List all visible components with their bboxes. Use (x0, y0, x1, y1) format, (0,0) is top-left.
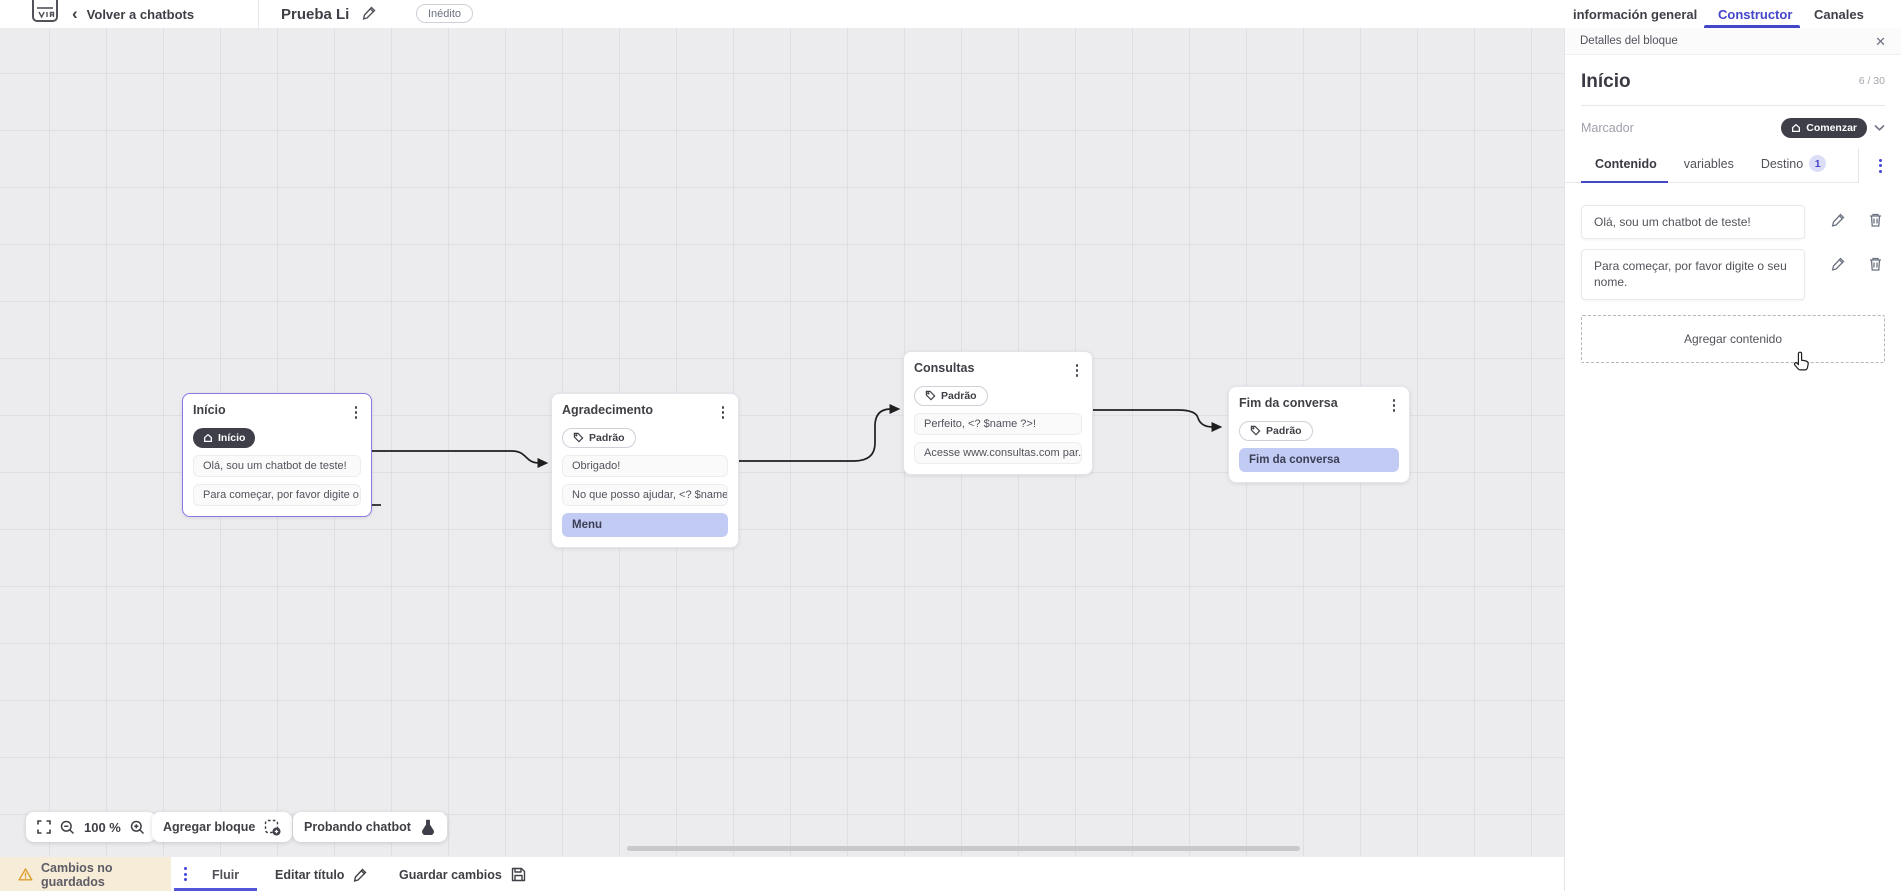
delete-content-icon[interactable] (1868, 212, 1883, 228)
delete-content-icon[interactable] (1868, 256, 1883, 272)
wire-consultas-fim (1093, 409, 1223, 433)
content-item: Olá, sou um chatbot de teste! (1581, 205, 1885, 240)
node-content-row[interactable]: Acesse www.consultas.com par... (914, 442, 1082, 464)
edit-title-button[interactable]: Editar título (275, 857, 368, 891)
content-text[interactable]: Para começar, por favor digite o seu nom… (1581, 249, 1805, 300)
tag-icon (573, 432, 584, 443)
zoom-level: 100 % (84, 819, 121, 835)
node-content-row[interactable]: Olá, sou um chatbot de teste! (193, 454, 361, 477)
node-menu-icon[interactable] (718, 403, 729, 422)
node-content-row[interactable]: No que posso ajudar, <? $name ... (562, 484, 728, 506)
node-menu-row[interactable]: Menu (562, 513, 728, 537)
block-details-panel: Detalles del bloque ✕ Início 6 / 30 Marc… (1564, 28, 1901, 891)
default-marker-pill: Padrão (562, 427, 636, 448)
start-marker-pill: Início (193, 427, 256, 448)
add-content-button[interactable]: Agregar contenido (1581, 314, 1885, 363)
fullscreen-icon[interactable] (37, 820, 51, 834)
marker-label: Marcador (1581, 121, 1634, 135)
pencil-icon (354, 868, 367, 882)
edit-content-icon[interactable] (1831, 256, 1846, 271)
test-chatbot-button[interactable]: Probando chatbot (293, 812, 447, 842)
panel-title: Detalles del bloque (1580, 35, 1678, 47)
add-block-icon (264, 819, 281, 836)
node-menu-icon[interactable] (1389, 396, 1400, 415)
home-icon (1792, 123, 1801, 132)
content-text[interactable]: Olá, sou um chatbot de teste! (1581, 205, 1805, 240)
tag-icon (925, 390, 936, 401)
node-end-row[interactable]: Fim da conversa (1239, 448, 1399, 472)
flask-icon (420, 819, 436, 835)
wire-agradecimento-consultas (739, 403, 901, 462)
zoom-out-icon[interactable] (60, 820, 75, 835)
panel-tabs: Contenido variables Destino 1 (1565, 148, 1901, 183)
back-label: Volver a chatbots (86, 6, 195, 22)
warning-icon (18, 868, 33, 881)
horizontal-scrollbar[interactable] (627, 846, 1300, 851)
status-badge: Inédito (416, 4, 474, 23)
app-logo-icon (31, 0, 59, 23)
char-counter: 6 / 30 (1858, 75, 1885, 87)
flow-menu-icon[interactable] (180, 864, 191, 884)
tab-informacion-general[interactable]: información general (1573, 6, 1698, 22)
chevron-down-icon[interactable] (1874, 124, 1885, 132)
block-name-field[interactable]: Início (1581, 71, 1631, 92)
destino-count-badge: 1 (1809, 155, 1827, 172)
top-header: ‹ Volver a chatbots Prueba Li Inédito in… (0, 0, 1901, 28)
default-marker-pill: Padrão (914, 385, 988, 406)
node-menu-icon[interactable] (351, 403, 362, 422)
tab-fluir[interactable]: Fluir (212, 867, 240, 882)
node-title: Início (193, 403, 226, 417)
unsaved-changes-chip: Cambios no guardados (0, 857, 171, 891)
node-consultas[interactable]: Consultas Padrão Perfeito, <? $name ?>! … (903, 351, 1093, 475)
chevron-left-icon: ‹ (72, 3, 78, 23)
node-content-row[interactable]: Perfeito, <? $name ?>! (914, 413, 1082, 435)
zoom-in-icon[interactable] (130, 820, 145, 835)
content-list: Olá, sou um chatbot de teste! Para começ… (1565, 183, 1901, 300)
tab-contenido[interactable]: Contenido (1581, 148, 1668, 183)
close-icon[interactable]: ✕ (1875, 33, 1886, 49)
node-title: Fim da conversa (1239, 396, 1338, 410)
edit-title-icon[interactable] (362, 5, 377, 20)
back-to-chatbots-button[interactable]: ‹ Volver a chatbots (72, 0, 194, 28)
node-content-row[interactable]: Obrigado! (562, 455, 728, 477)
edit-content-icon[interactable] (1831, 212, 1846, 227)
wire-inicio-agradecimento (372, 450, 549, 469)
node-fim-da-conversa[interactable]: Fim da conversa Padrão Fim da conversa (1228, 386, 1410, 483)
node-title: Consultas (914, 361, 975, 375)
marker-select[interactable]: Comenzar (1781, 118, 1867, 138)
bottom-bar: Cambios no guardados Fluir Editar título… (0, 856, 1564, 891)
save-icon (511, 867, 526, 882)
tab-canales[interactable]: Canales (1814, 6, 1864, 22)
header-divider (258, 0, 259, 28)
node-content-row[interactable]: Para começar, por favor digite o ... (193, 483, 361, 506)
home-icon (204, 433, 212, 442)
default-marker-pill: Padrão (1239, 420, 1313, 441)
panel-tabs-menu-icon[interactable] (1875, 156, 1886, 176)
tab-variables[interactable]: variables (1683, 156, 1734, 171)
chatbot-title: Prueba Li (281, 5, 350, 23)
tab-destino[interactable]: Destino 1 (1761, 148, 1827, 182)
node-inicio[interactable]: Início Início Olá, sou um chatbot de tes… (182, 393, 372, 517)
flow-tab-underline (174, 888, 257, 891)
node-title: Agradecimento (562, 403, 653, 417)
save-changes-button[interactable]: Guardar cambios (399, 857, 526, 891)
content-item: Para começar, por favor digite o seu nom… (1581, 249, 1885, 300)
node-agradecimento[interactable]: Agradecimento Padrão Obrigado! No que po… (551, 393, 739, 548)
active-tab-underline (1704, 25, 1800, 28)
add-block-button[interactable]: Agregar bloque (152, 812, 293, 842)
tab-constructor[interactable]: Constructor (1718, 6, 1793, 22)
node-menu-icon[interactable] (1072, 361, 1083, 380)
zoom-toolbar: 100 % (26, 812, 156, 842)
flow-canvas[interactable]: Início Início Olá, sou um chatbot de tes… (0, 28, 1564, 856)
tag-icon (1250, 425, 1261, 436)
